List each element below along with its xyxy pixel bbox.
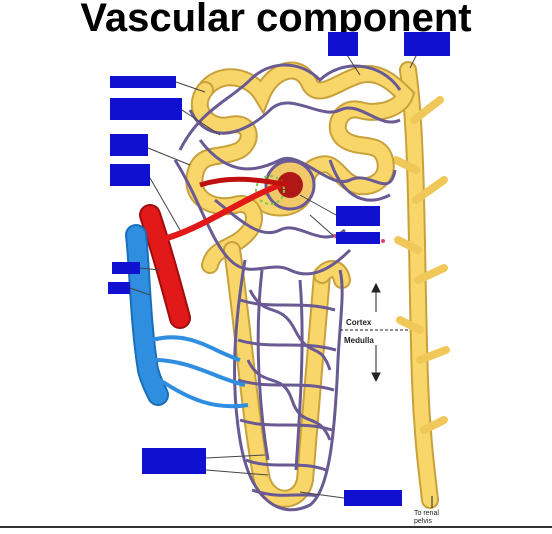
label-box-glomerulus bbox=[336, 206, 380, 226]
label-box-vasa-recta bbox=[142, 448, 206, 474]
collecting-duct bbox=[392, 61, 450, 509]
to-renal-line2: pelvis bbox=[414, 518, 432, 525]
to-renal-line1: To renal bbox=[414, 510, 439, 517]
label-box-loop bbox=[344, 490, 402, 506]
label-box-afferent bbox=[110, 76, 176, 88]
label-box-efferent bbox=[110, 98, 182, 120]
cortex-medulla-arrows bbox=[340, 282, 410, 383]
medulla-label: Medulla bbox=[344, 336, 374, 345]
label-box-bowman bbox=[336, 232, 380, 244]
bottom-divider bbox=[0, 526, 552, 528]
label-box-vein bbox=[108, 282, 130, 294]
label-box-arteriole bbox=[110, 164, 150, 186]
convoluted-tubules bbox=[185, 61, 416, 274]
leader-lines bbox=[129, 47, 421, 499]
to-renal-pelvis-label: To renal pelvis bbox=[414, 510, 439, 526]
label-box-peritubular bbox=[328, 32, 358, 56]
label-box-collecting-duct bbox=[404, 32, 450, 56]
label-box-glomerular bbox=[110, 134, 148, 156]
capillary-network bbox=[173, 63, 402, 512]
cortex-label: Cortex bbox=[346, 318, 372, 327]
label-box-artery bbox=[112, 262, 140, 274]
renal-artery bbox=[139, 176, 291, 329]
